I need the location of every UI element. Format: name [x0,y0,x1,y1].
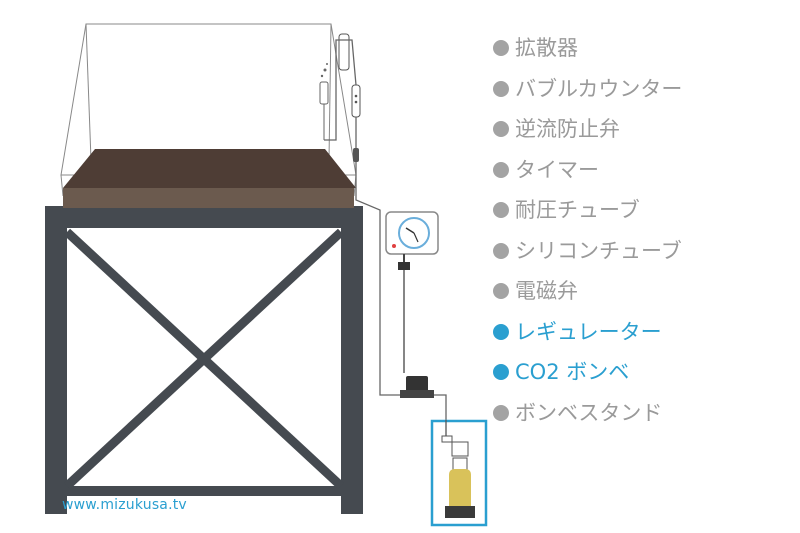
legend-item: 拡散器 [493,28,793,69]
legend-item-label: レギュレーター [515,319,662,344]
legend-item-label: バブルカウンター [515,76,683,101]
bullet-dot-icon [493,161,509,178]
legend-item-label: タイマー [515,157,599,182]
bullet-dot-icon [493,283,509,300]
bubble-counter-icon [338,33,361,118]
solenoid-valve-icon [400,376,434,398]
bullet-dot-icon [493,121,509,138]
legend-item-label: 電磁弁 [515,279,578,304]
regulator-highlight-box [430,419,488,527]
diffuser-icon [319,63,329,140]
bullet-dot-icon [493,202,509,219]
legend-item: バブルカウンター [493,69,793,110]
bullet-dot-icon [493,40,509,57]
legend-item: シリコンチューブ [493,231,793,272]
aquarium-stand [45,206,363,514]
legend-item: CO2 ボンベ [493,352,793,393]
substrate [63,149,356,208]
site-watermark: www.mizukusa.tv [62,497,187,513]
legend-item-label: ボンベスタンド [515,400,663,425]
bullet-dot-icon [493,323,509,340]
legend-item-label: 耐圧チューブ [515,198,640,223]
legend-item: 耐圧チューブ [493,190,793,231]
legend-item: ボンベスタンド [493,393,793,434]
legend-item: 逆流防止弁 [493,109,793,150]
timer-icon [385,211,439,373]
bullet-dot-icon [493,242,509,259]
legend-item-label: シリコンチューブ [515,238,682,263]
check-valve-icon [353,148,359,162]
legend-item: タイマー [493,150,793,191]
legend-item: レギュレーター [493,312,793,353]
bullet-dot-icon [493,80,509,97]
co2-cylinder-icon [445,457,475,518]
bullet-dot-icon [493,404,509,421]
legend-item-label: CO2 ボンベ [515,360,630,385]
bullet-dot-icon [493,364,509,381]
regulator-icon [441,420,469,457]
legend-item-label: 逆流防止弁 [515,117,620,142]
legend-item: 電磁弁 [493,271,793,312]
component-legend: 拡散器バブルカウンター逆流防止弁タイマー耐圧チューブシリコンチューブ電磁弁レギュ… [493,28,793,433]
legend-item-label: 拡散器 [515,36,578,61]
